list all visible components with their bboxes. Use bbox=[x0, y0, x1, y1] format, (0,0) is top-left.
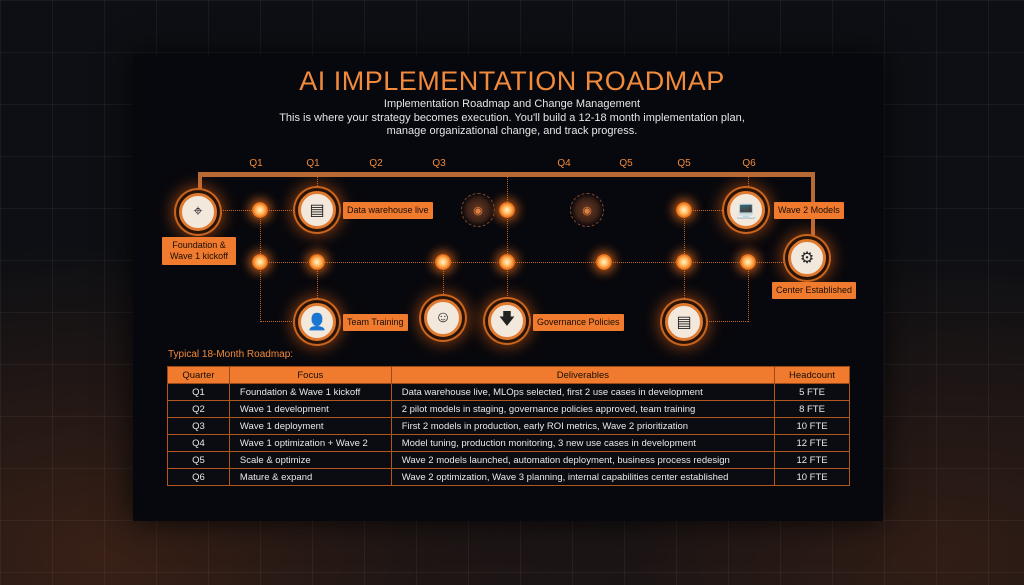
deliverables-cell: Wave 2 models launched, automation deplo… bbox=[390, 451, 776, 469]
user-outline-icon: ☺ bbox=[424, 299, 462, 337]
milestone-dot bbox=[499, 254, 515, 270]
headcount-cell: 12 FTE bbox=[774, 434, 850, 452]
milestone-label: Wave 2 Models bbox=[774, 202, 844, 219]
page-subtitle: Implementation Roadmap and Change Manage… bbox=[383, 98, 641, 110]
quarter-label: Q5 bbox=[677, 158, 691, 169]
milestone-dot bbox=[676, 202, 692, 218]
milestone-dot bbox=[309, 254, 325, 270]
person-icon: 👤 bbox=[298, 303, 336, 341]
milestone-label: Foundation & Wave 1 kickoff bbox=[162, 237, 236, 265]
milestone-dot bbox=[252, 202, 268, 218]
search-icon: ◉ bbox=[461, 193, 495, 227]
quarter-label: Q4 bbox=[557, 158, 571, 169]
focus-cell: Wave 1 development bbox=[228, 400, 392, 418]
page-title: AI IMPLEMENTATION ROADMAP bbox=[299, 66, 725, 96]
focus-cell: Wave 1 optimization + Wave 2 bbox=[228, 434, 392, 452]
connector bbox=[684, 210, 728, 211]
milestone-label: Team Training bbox=[343, 314, 408, 331]
milestone-dot bbox=[252, 254, 268, 270]
connector bbox=[260, 262, 808, 263]
column-header: Headcount bbox=[774, 366, 850, 384]
description-line-2: manage organizational change, and track … bbox=[386, 125, 638, 137]
connector bbox=[317, 172, 318, 192]
deliverables-cell: 2 pilot models in staging, governance po… bbox=[390, 400, 776, 418]
column-header: Focus bbox=[228, 366, 392, 384]
quarter-cell: Q5 bbox=[167, 451, 230, 469]
table-caption: Typical 18-Month Roadmap: bbox=[168, 349, 294, 360]
connector bbox=[748, 172, 749, 192]
headcount-cell: 5 FTE bbox=[774, 383, 850, 401]
connector bbox=[703, 321, 748, 322]
search-icon: ◉ bbox=[570, 193, 604, 227]
milestone-dot bbox=[740, 254, 756, 270]
connector bbox=[317, 262, 318, 302]
table-header-row: Quarter Focus Deliverables Headcount bbox=[167, 366, 850, 384]
monitor-icon: ▤ bbox=[665, 303, 703, 341]
document-icon: ▤ bbox=[298, 191, 336, 229]
connector bbox=[443, 262, 444, 302]
column-header: Quarter bbox=[167, 366, 230, 384]
down-arrow-icon: 🡇 bbox=[488, 302, 526, 340]
quarter-label: Q6 bbox=[742, 158, 756, 169]
gear-badge-icon: ⚙ bbox=[788, 239, 826, 277]
deliverables-cell: Data warehouse live, MLOps selected, fir… bbox=[390, 383, 776, 401]
quarter-cell: Q1 bbox=[167, 383, 230, 401]
deliverables-cell: First 2 models in production, early ROI … bbox=[390, 417, 776, 435]
quarter-cell: Q4 bbox=[167, 434, 230, 452]
deliverables-cell: Wave 2 optimization, Wave 3 planning, in… bbox=[390, 468, 776, 486]
headcount-cell: 12 FTE bbox=[774, 451, 850, 469]
headcount-cell: 10 FTE bbox=[774, 417, 850, 435]
quarter-cell: Q6 bbox=[167, 468, 230, 486]
quarter-cell: Q3 bbox=[167, 417, 230, 435]
connector bbox=[507, 172, 508, 322]
milestone-label: Data warehouse live bbox=[343, 202, 433, 219]
column-header: Deliverables bbox=[390, 366, 776, 384]
connector bbox=[260, 321, 300, 322]
quarter-cell: Q2 bbox=[167, 400, 230, 418]
laptop-icon: 💻 bbox=[727, 191, 765, 229]
milestone-dot bbox=[435, 254, 451, 270]
milestone-dot bbox=[596, 254, 612, 270]
quarter-label: Q3 bbox=[432, 158, 446, 169]
quarter-label: Q2 bbox=[369, 158, 383, 169]
milestone-label: Governance Policies bbox=[533, 314, 624, 331]
milestone-dot bbox=[499, 202, 515, 218]
target-icon: ⌖ bbox=[179, 193, 217, 231]
focus-cell: Wave 1 deployment bbox=[228, 417, 392, 435]
focus-cell: Foundation & Wave 1 kickoff bbox=[228, 383, 392, 401]
focus-cell: Scale & optimize bbox=[228, 451, 392, 469]
quarter-label: Q1 bbox=[249, 158, 263, 169]
connector bbox=[198, 172, 202, 192]
description-line-1: This is where your strategy becomes exec… bbox=[279, 112, 745, 124]
milestone-dot bbox=[676, 254, 692, 270]
quarter-label: Q1 bbox=[306, 158, 320, 169]
top-connector bbox=[198, 172, 812, 177]
focus-cell: Mature & expand bbox=[228, 468, 392, 486]
headcount-cell: 10 FTE bbox=[774, 468, 850, 486]
connector bbox=[748, 262, 749, 322]
deliverables-cell: Model tuning, production monitoring, 3 n… bbox=[390, 434, 776, 452]
headcount-cell: 8 FTE bbox=[774, 400, 850, 418]
milestone-label: Center Established bbox=[772, 282, 857, 299]
quarter-label: Q5 bbox=[619, 158, 633, 169]
